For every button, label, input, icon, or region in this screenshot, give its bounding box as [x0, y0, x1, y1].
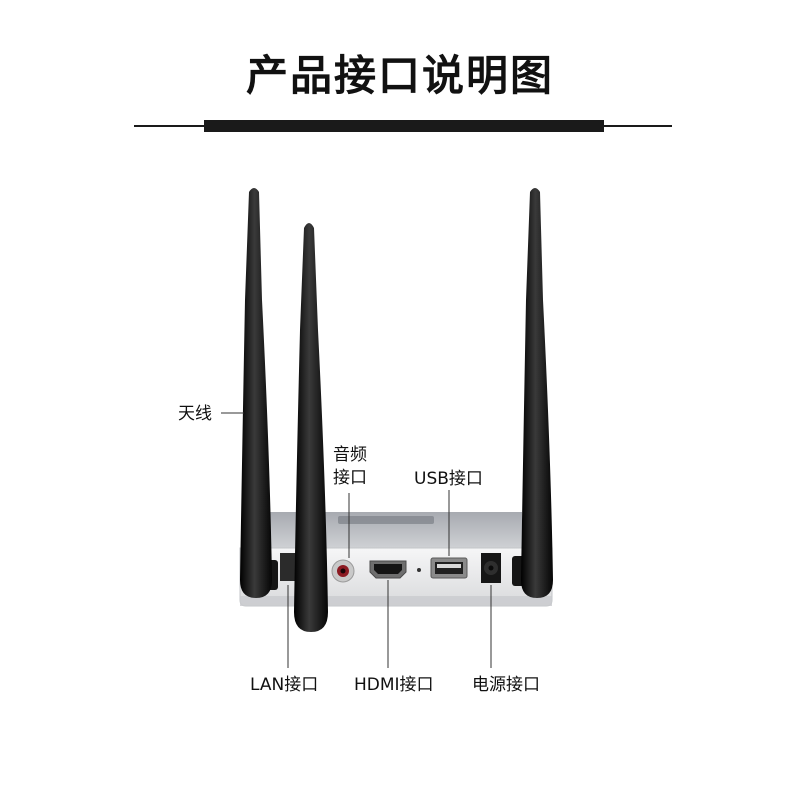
audio-port-label: 音频 接口	[333, 444, 373, 490]
indicator-light	[417, 568, 421, 572]
lan-port	[280, 553, 296, 581]
usb-port-label: USB接口	[414, 469, 483, 489]
hdmi-port	[369, 560, 407, 579]
hdmi-port-label: HDMI接口	[354, 675, 434, 695]
audio-port-label-line2: 接口	[333, 468, 367, 488]
lan-port-label: LAN接口	[250, 675, 319, 695]
antenna-front	[294, 223, 328, 632]
audio-port	[331, 559, 355, 583]
brand-plate	[338, 516, 434, 524]
antenna-left	[240, 188, 272, 598]
antenna-right	[521, 188, 553, 598]
usb-port	[430, 557, 468, 579]
title-underline-thick	[204, 120, 604, 132]
power-port	[481, 553, 501, 583]
antenna-label: 天线	[178, 404, 212, 424]
audio-port-label-line1: 音频	[333, 445, 367, 465]
power-port-label: 电源接口	[472, 675, 540, 695]
page-title: 产品接口说明图	[245, 51, 554, 100]
